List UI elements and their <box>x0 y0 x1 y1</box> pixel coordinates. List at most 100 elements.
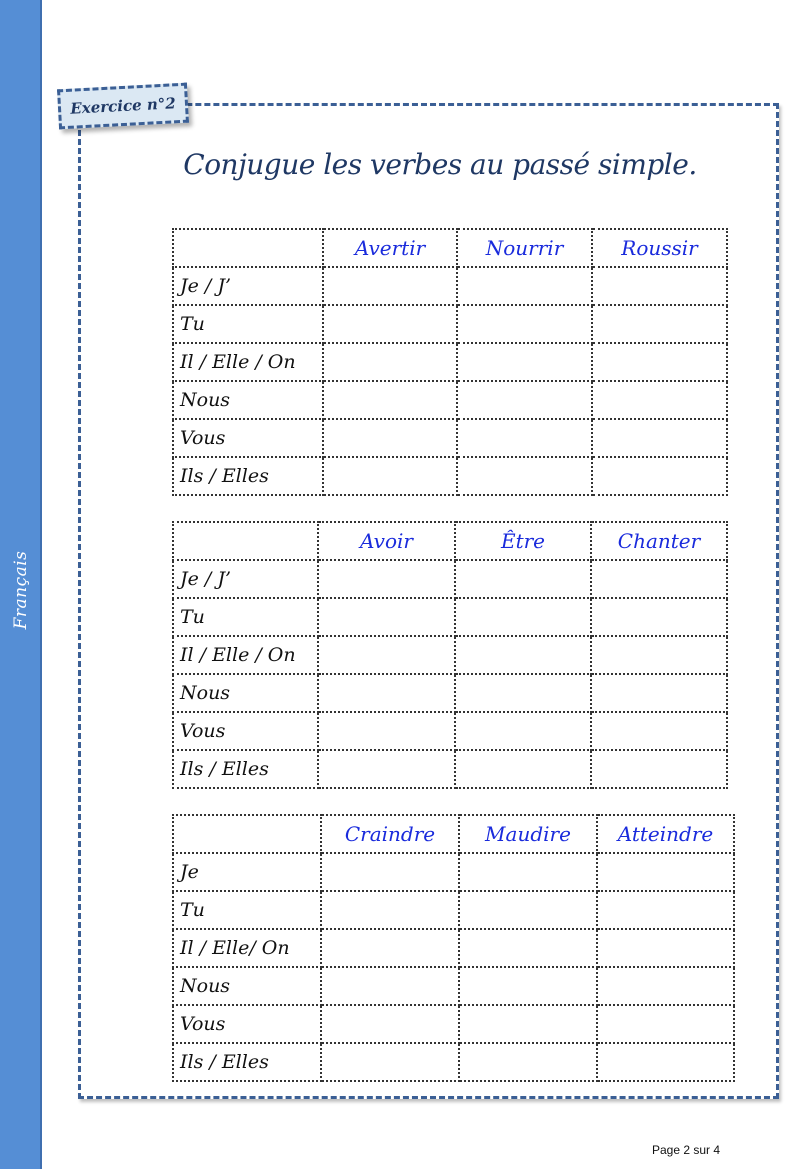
verb-header: Être <box>454 521 592 561</box>
answer-cell[interactable] <box>456 304 593 344</box>
pronoun-cell: Nous <box>172 673 319 713</box>
exercise-tag-label: Exercice n°2 <box>69 94 177 118</box>
table-header-row: Craindre Maudire Atteindre <box>172 814 735 854</box>
answer-cell[interactable] <box>590 749 728 789</box>
pronoun-cell: Tu <box>172 890 322 930</box>
answer-cell[interactable] <box>456 418 593 458</box>
answer-cell[interactable] <box>454 749 592 789</box>
answer-cell[interactable] <box>322 456 458 496</box>
table-row: Il / Elle/ On <box>172 928 735 968</box>
answer-cell[interactable] <box>591 342 728 382</box>
answer-cell[interactable] <box>317 673 456 713</box>
table-row: Je / J’ <box>172 266 728 306</box>
answer-cell[interactable] <box>456 456 593 496</box>
answer-cell[interactable] <box>322 342 458 382</box>
answer-cell[interactable] <box>454 673 592 713</box>
answer-cell[interactable] <box>456 266 593 306</box>
answer-cell[interactable] <box>590 597 728 637</box>
table-row: Il / Elle / On <box>172 635 728 675</box>
answer-cell[interactable] <box>596 928 735 968</box>
subject-sidebar: Français <box>0 0 42 1169</box>
corner-cell <box>172 814 322 854</box>
answer-cell[interactable] <box>320 966 460 1006</box>
answer-cell[interactable] <box>317 559 456 599</box>
answer-cell[interactable] <box>591 380 728 420</box>
answer-cell[interactable] <box>454 597 592 637</box>
verb-header: Avertir <box>322 228 458 268</box>
answer-cell[interactable] <box>317 597 456 637</box>
answer-cell[interactable] <box>591 266 728 306</box>
answer-cell[interactable] <box>458 1042 598 1082</box>
table-row: Tu <box>172 597 728 637</box>
answer-cell[interactable] <box>596 1004 735 1044</box>
pronoun-cell: Nous <box>172 966 322 1006</box>
table-row: Tu <box>172 304 728 344</box>
answer-cell[interactable] <box>590 711 728 751</box>
answer-cell[interactable] <box>322 266 458 306</box>
pronoun-cell: Il / Elle / On <box>172 342 324 382</box>
verb-header: Maudire <box>458 814 598 854</box>
answer-cell[interactable] <box>590 673 728 713</box>
answer-cell[interactable] <box>317 635 456 675</box>
pronoun-cell: Ils / Elles <box>172 749 319 789</box>
pronoun-cell: Vous <box>172 1004 322 1044</box>
corner-cell <box>172 521 319 561</box>
answer-cell[interactable] <box>458 966 598 1006</box>
pronoun-cell: Ils / Elles <box>172 1042 322 1082</box>
answer-cell[interactable] <box>317 749 456 789</box>
answer-cell[interactable] <box>317 711 456 751</box>
pronoun-cell: Il / Elle / On <box>172 635 319 675</box>
conjugation-table-1: Avertir Nourrir Roussir Je / J’ Tu Il / … <box>172 228 728 496</box>
table-row: Nous <box>172 380 728 420</box>
answer-cell[interactable] <box>596 852 735 892</box>
answer-cell[interactable] <box>458 890 598 930</box>
answer-cell[interactable] <box>458 928 598 968</box>
answer-cell[interactable] <box>591 304 728 344</box>
verb-header: Nourrir <box>456 228 593 268</box>
conjugation-table-2: Avoir Être Chanter Je / J’ Tu Il / Elle … <box>172 521 728 789</box>
answer-cell[interactable] <box>591 418 728 458</box>
answer-cell[interactable] <box>322 304 458 344</box>
pronoun-cell: Ils / Elles <box>172 456 324 496</box>
pronoun-cell: Je / J’ <box>172 266 324 306</box>
answer-cell[interactable] <box>322 418 458 458</box>
answer-cell[interactable] <box>591 456 728 496</box>
table-row: Nous <box>172 673 728 713</box>
pronoun-cell: Il / Elle/ On <box>172 928 322 968</box>
verb-header: Craindre <box>320 814 460 854</box>
answer-cell[interactable] <box>596 966 735 1006</box>
pronoun-cell: Tu <box>172 304 324 344</box>
verb-header: Roussir <box>591 228 728 268</box>
answer-cell[interactable] <box>454 635 592 675</box>
answer-cell[interactable] <box>322 380 458 420</box>
answer-cell[interactable] <box>456 342 593 382</box>
pronoun-cell: Nous <box>172 380 324 420</box>
answer-cell[interactable] <box>320 852 460 892</box>
answer-cell[interactable] <box>320 1004 460 1044</box>
pronoun-cell: Vous <box>172 418 324 458</box>
answer-cell[interactable] <box>590 635 728 675</box>
pronoun-cell: Je / J’ <box>172 559 319 599</box>
table-row: Ils / Elles <box>172 1042 735 1082</box>
subject-label: Français <box>11 550 31 630</box>
answer-cell[interactable] <box>458 852 598 892</box>
exercise-tag: Exercice n°2 <box>57 82 189 130</box>
answer-cell[interactable] <box>596 890 735 930</box>
table-row: Tu <box>172 890 735 930</box>
answer-cell[interactable] <box>596 1042 735 1082</box>
pronoun-cell: Tu <box>172 597 319 637</box>
table-row: Vous <box>172 418 728 458</box>
answer-cell[interactable] <box>590 559 728 599</box>
conjugation-table-3: Craindre Maudire Atteindre Je Tu Il / El… <box>172 814 735 1082</box>
answer-cell[interactable] <box>456 380 593 420</box>
answer-cell[interactable] <box>320 928 460 968</box>
verb-header: Avoir <box>317 521 456 561</box>
answer-cell[interactable] <box>320 890 460 930</box>
answer-cell[interactable] <box>454 559 592 599</box>
answer-cell[interactable] <box>320 1042 460 1082</box>
answer-cell[interactable] <box>458 1004 598 1044</box>
table-row: Ils / Elles <box>172 749 728 789</box>
answer-cell[interactable] <box>454 711 592 751</box>
table-row: Je <box>172 852 735 892</box>
table-row: Vous <box>172 711 728 751</box>
